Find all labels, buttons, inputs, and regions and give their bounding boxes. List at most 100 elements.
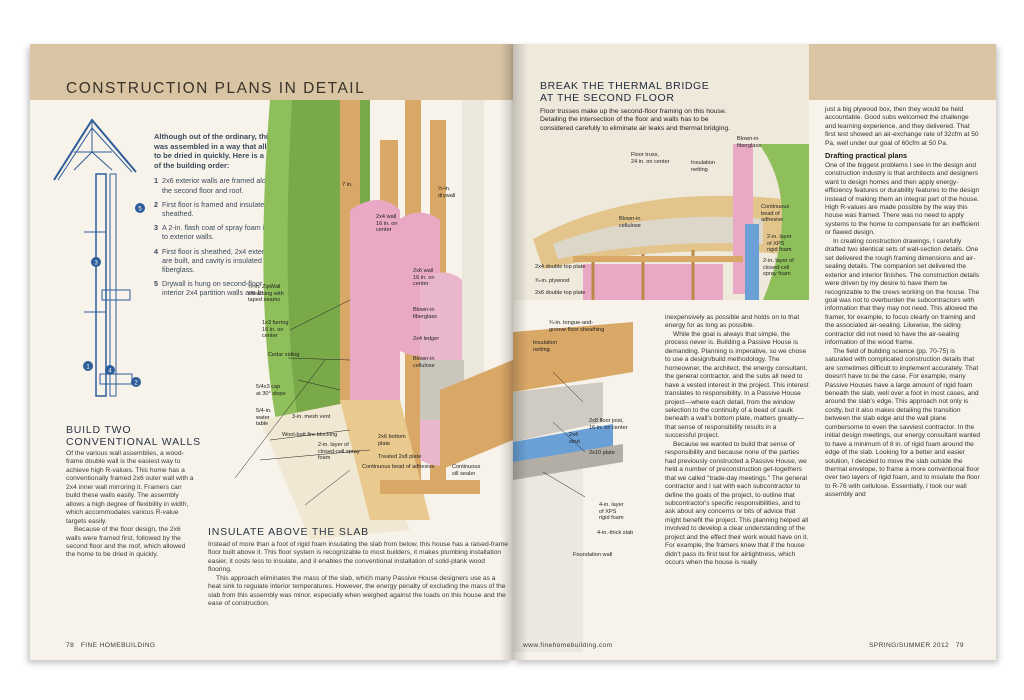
callout-label: 2x6 double top plate xyxy=(535,290,586,296)
callout-label: 2x4 wall 16 in. on center xyxy=(376,214,398,234)
callout-label: 2x6 wall 16 in. on center xyxy=(413,268,435,288)
callout-label: 2-in. layer of closed-cell spray foam xyxy=(763,258,794,278)
section-heading: CONVENTIONAL WALLS xyxy=(66,436,201,448)
issue-date: SPRING/SUMMER 2012 xyxy=(869,642,950,649)
step-number: 1 xyxy=(154,176,158,186)
step-text: First floor is sheathed, 2x4 exterior wa… xyxy=(162,246,291,274)
svg-text:4: 4 xyxy=(108,369,112,375)
callout-label: 2-in. layer of XPS rigid foam xyxy=(767,234,792,254)
callout-label: Continuous bead of adhesive xyxy=(362,464,435,470)
paragraph: Because we wanted to build that sense of… xyxy=(665,440,809,567)
callout-label: 3-in. mesh vent xyxy=(292,414,331,420)
callout-label: 2x4 strut xyxy=(569,432,580,445)
callout-label: 7 in. xyxy=(342,182,353,188)
paragraph: inexpensively as possible and holds on t… xyxy=(665,314,800,330)
callout-label: ½-in. ZipWall sheathing with taped seams xyxy=(248,284,284,304)
callout-label: Blown-in cellulose xyxy=(619,216,641,229)
folio-left: 78 FINE HOMEBUILDING xyxy=(66,642,155,649)
sidebar-intro: Although out of the ordinary, this house… xyxy=(154,132,300,170)
inset-title-line: AT THE SECOND FLOOR xyxy=(540,92,675,104)
callout-label: 5/4x3 cap at 30° slope xyxy=(256,384,286,397)
sidebar-step: 3 A 2-in. flash coat of spray foam is app… xyxy=(154,223,300,241)
paragraph: just a big plywood box, then they would … xyxy=(825,106,979,147)
step-number: 5 xyxy=(154,279,158,289)
sidebar-step: 1 2x6 exterior walls are framed along wit… xyxy=(154,176,300,194)
paragraph: Because of the floor design, the 2x6 wal… xyxy=(66,526,186,559)
callout-label: 4-in. layer of XPS rigid foam xyxy=(599,502,624,522)
callout-label: Foundation wall xyxy=(573,552,613,558)
callout-label: 2x8 floor joist, 16 in. on center xyxy=(589,418,628,431)
callout-label: Blown-in fiberglass xyxy=(413,307,437,320)
svg-text:2: 2 xyxy=(134,381,138,387)
building-order-sidebar: Although out of the ordinary, this house… xyxy=(154,132,300,303)
inset-deck: Floor trusses make up the second-floor f… xyxy=(540,108,731,132)
callout-label: ¾-in. plywood xyxy=(535,278,570,284)
subheading: Drafting practical plans xyxy=(825,151,908,161)
step-text: First floor is framed and insulated, not… xyxy=(162,199,298,218)
callout-label: 2-in. layer of closed-cell spray foam xyxy=(318,442,360,462)
callout-label: Cedar siding xyxy=(268,352,300,358)
paragraph: This approach eliminates the mass of the… xyxy=(208,574,506,608)
page-number: 78 xyxy=(66,642,75,649)
callout-label: Blown-in fiberglass xyxy=(737,136,761,149)
svg-text:1: 1 xyxy=(86,365,90,371)
callout-label: 2x4 double top plate xyxy=(535,264,586,270)
paragraph: Instead of more than a foot of rigid foa… xyxy=(208,541,508,574)
floor-truss-illustration xyxy=(533,144,809,300)
header-band xyxy=(30,44,513,100)
callout-label: Continuous sill sealer xyxy=(452,464,481,477)
step-number: 3 xyxy=(154,223,158,233)
step-text: Drywall is hung on second-floor ceiling;… xyxy=(162,279,287,298)
svg-text:5: 5 xyxy=(138,207,142,213)
callout-label: Blown-in cellulose xyxy=(413,356,435,369)
step-number: 4 xyxy=(154,246,158,256)
section-body: Of the various wall assemblies, a wood-f… xyxy=(66,450,196,560)
callout-label: Insulation netting xyxy=(533,340,557,353)
callout-label: 2x4 ledger xyxy=(413,336,440,342)
section-body: Instead of more than a foot of rigid foa… xyxy=(208,541,508,609)
callout-label: 2x10 plate xyxy=(589,450,615,456)
step-text: 2x6 exterior walls are framed along with… xyxy=(162,176,289,195)
paragraph: While the goal is always that simple, th… xyxy=(665,330,809,440)
body-column-right: just a big plywood box, then they would … xyxy=(825,106,981,500)
folio-url: www.finehomebuilding.com xyxy=(523,642,613,649)
magazine-name: FINE HOMEBUILDING xyxy=(80,642,156,649)
page-title: CONSTRUCTION PLANS IN DETAIL xyxy=(66,80,366,97)
paragraph: The field of building science (pp. 70-75… xyxy=(825,347,981,499)
callout-label: Insulation netting xyxy=(691,160,715,173)
build-walls-section: BUILD TWO CONVENTIONAL WALLS Of the vari… xyxy=(66,424,201,560)
floor-slab-illustration xyxy=(513,322,633,652)
slab-section: INSULATE ABOVE THE SLAB Instead of more … xyxy=(208,526,508,609)
folio-right: SPRING/SUMMER 2012 79 xyxy=(869,642,964,649)
inset-title-line: BREAK THE THERMAL BRIDGE xyxy=(540,80,710,92)
step-text: A 2-in. flash coat of spray foam is appl… xyxy=(162,223,294,242)
sidebar-step: 2 First floor is framed and insulated, no… xyxy=(154,200,300,218)
left-page: CONSTRUCTION PLANS IN DETAIL 3 5 1 4 2 A… xyxy=(30,44,513,660)
building-order-diagram: 3 5 1 4 2 xyxy=(53,118,145,397)
section-heading: INSULATE ABOVE THE SLAB xyxy=(208,526,369,538)
callout-label: 5/4-in. water table xyxy=(256,408,272,428)
callout-label: ¾-in. tongue-and- groove floor sheathing xyxy=(549,320,605,333)
magazine-spread: CONSTRUCTION PLANS IN DETAIL 3 5 1 4 2 A… xyxy=(30,44,996,660)
paragraph: Of the various wall assemblies, a wood-f… xyxy=(66,450,194,525)
paragraph: In creating construction drawings, I car… xyxy=(825,237,980,347)
callout-label: ½-in. drywall xyxy=(438,186,456,199)
callout-label: 1x3 furring 16 in. on center xyxy=(262,320,289,340)
callout-label: Treated 2x8 plate xyxy=(378,454,422,460)
callout-label: Continuous bead of adhesive xyxy=(761,204,790,224)
page-number: 79 xyxy=(955,642,964,649)
wall-section-illustration xyxy=(234,100,513,540)
callout-label: Floor truss, 24 in. on center xyxy=(631,152,670,165)
section-heading: BUILD TWO xyxy=(66,424,132,436)
callout-label: Wool-batt fire blocking xyxy=(282,432,338,438)
svg-text:3: 3 xyxy=(94,261,98,267)
step-number: 2 xyxy=(154,199,158,209)
sidebar-step: 5 Drywall is hung on second-floor ceiling… xyxy=(154,279,300,297)
callout-label: 4-in.-thick slab xyxy=(597,530,634,536)
body-column-middle: inexpensively as possible and holds on t… xyxy=(665,314,809,568)
callout-label: 2x6 bottom plate xyxy=(378,434,406,447)
paragraph: One of the biggest problems I see in the… xyxy=(825,161,980,237)
sidebar-step: 4 First floor is sheathed, 2x4 exterior w… xyxy=(154,247,300,275)
